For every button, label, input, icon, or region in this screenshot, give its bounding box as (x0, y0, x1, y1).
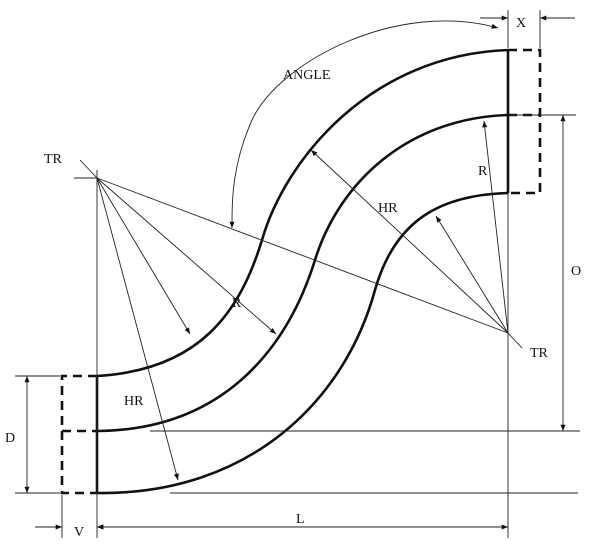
label-angle: ANGLE (283, 68, 330, 83)
label-hr-right: HR (378, 201, 398, 216)
outer-curve-bottom (96, 191, 509, 495)
label-x: X (516, 16, 526, 31)
label-hr-left: HR (124, 394, 144, 409)
label-o: O (571, 264, 581, 279)
label-d: D (5, 431, 15, 446)
angle-arc (229, 20, 499, 229)
radius-arrow-right-1 (435, 215, 509, 334)
label-tr-right: TR (530, 346, 549, 361)
label-l: L (296, 512, 305, 527)
label-r-right: R (478, 164, 488, 179)
left-dashed-extension (60, 374, 97, 495)
radius-arrow-right-r (482, 120, 509, 334)
radius-arrow-left-hr (96, 177, 179, 481)
label-v: V (74, 525, 84, 540)
radius-arrow-left-r (96, 177, 277, 335)
label-tr-left: TR (44, 152, 63, 167)
radius-arrow-left-1 (96, 177, 191, 335)
outer-curve-top (96, 48, 509, 378)
tr-right-leader (507, 332, 523, 349)
tr-left-leader-2 (79, 159, 98, 179)
label-r-left: R (232, 296, 242, 311)
center-curve (96, 113, 509, 433)
tr-connecting-line (96, 177, 509, 334)
right-dashed-extension (508, 48, 542, 195)
